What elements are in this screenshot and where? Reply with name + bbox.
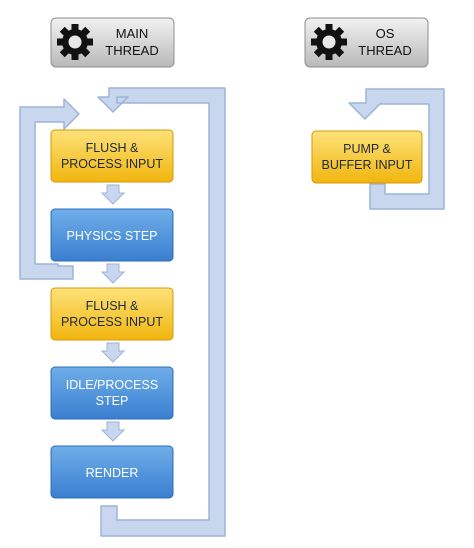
down-arrow (100, 184, 126, 205)
main-header-line1: MAIN (116, 26, 149, 41)
os-loop-arrow (348, 88, 445, 210)
step-label-line1: PHYSICS STEP (67, 229, 158, 243)
outer-loop-arrow (97, 87, 226, 537)
step-box-physics: PHYSICS STEP (50, 208, 174, 262)
gear-icon (57, 24, 93, 60)
step-box-flush-input-1: FLUSH & PROCESS INPUT (50, 129, 174, 183)
step-label-line1: FLUSH & (86, 299, 139, 313)
step-label-line2: PROCESS INPUT (61, 157, 163, 171)
step-box-pump-buffer: PUMP & BUFFER INPUT (311, 130, 423, 184)
main-thread-header: MAIN THREAD (50, 17, 175, 68)
main-header-line2: THREAD (105, 43, 158, 58)
step-box-flush-input-2: FLUSH & PROCESS INPUT (50, 287, 174, 341)
step-arrows (100, 184, 126, 442)
os-header-line1: OS (376, 26, 395, 41)
physics-loop-arrow (19, 98, 80, 280)
step-label-line1: PUMP & (343, 142, 391, 156)
step-label-line1: FLUSH & (86, 141, 139, 155)
main-loop-connector (19, 87, 226, 537)
step-box-render: RENDER (50, 445, 174, 499)
step-label-line1: IDLE/PROCESS (66, 378, 158, 392)
step-box-idle-process: IDLE/PROCESS STEP (50, 366, 174, 420)
step-label-line2: BUFFER INPUT (322, 158, 413, 172)
step-label-line2: PROCESS INPUT (61, 315, 163, 329)
os-loop-connector (348, 88, 445, 210)
step-label-line1: RENDER (86, 466, 139, 480)
down-arrow (100, 421, 126, 442)
step-label-line2: STEP (96, 394, 129, 408)
os-thread-header: OS THREAD (304, 17, 429, 68)
down-arrow (100, 263, 126, 284)
gear-icon (311, 24, 347, 60)
os-header-line2: THREAD (358, 43, 411, 58)
down-arrow (100, 342, 126, 363)
